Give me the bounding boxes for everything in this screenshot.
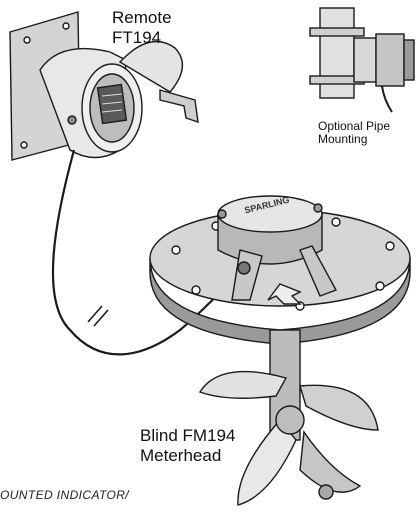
- propeller-blade: [237, 418, 297, 506]
- pipe-mount-label-line1: Optional Pipe: [318, 119, 391, 133]
- flow-arrow: [267, 283, 302, 305]
- flange-bolt-hole: [191, 285, 201, 295]
- flange-bolt-hole: [375, 281, 385, 291]
- pipe-mount-illustration: [309, 7, 415, 113]
- propeller-nose-bolt: [318, 484, 334, 500]
- flange-bolt-hole: [331, 217, 341, 227]
- remote-label-line1: Remote: [112, 8, 172, 27]
- plate-bolt: [62, 22, 70, 30]
- plate-bolt: [20, 141, 28, 149]
- open-cover-lid: [118, 40, 183, 93]
- plate-bolt: [23, 36, 31, 44]
- remote-label-line2: FT194: [112, 28, 162, 47]
- propeller-hub: [275, 405, 305, 435]
- meterhead-label-line1: Blind FM194: [140, 426, 236, 445]
- propeller-blade: [299, 384, 379, 431]
- housing-screw: [67, 115, 77, 125]
- cable-connector: [237, 261, 251, 275]
- pipe-mount-label-line2: Mounting: [318, 132, 368, 146]
- propeller-blade: [198, 370, 288, 399]
- display-window: [96, 83, 128, 125]
- figure-caption-fragment: OUNTED INDICATOR/: [0, 488, 130, 502]
- meterhead-label-line2: Meterhead: [140, 446, 222, 465]
- cap-screw: [217, 209, 227, 219]
- propeller-assembly: [198, 329, 379, 506]
- meterhead-housing: [217, 195, 338, 305]
- flange-bolt-hole: [171, 245, 181, 255]
- cable-break-mark: [87, 305, 109, 327]
- propeller-blade: [299, 430, 362, 493]
- flange-bolt-hole: [385, 241, 395, 251]
- cover-latch: [159, 89, 199, 124]
- remote-indicator-housing: [39, 40, 199, 159]
- cap-screw: [313, 203, 323, 213]
- signal-cable: [51, 149, 249, 356]
